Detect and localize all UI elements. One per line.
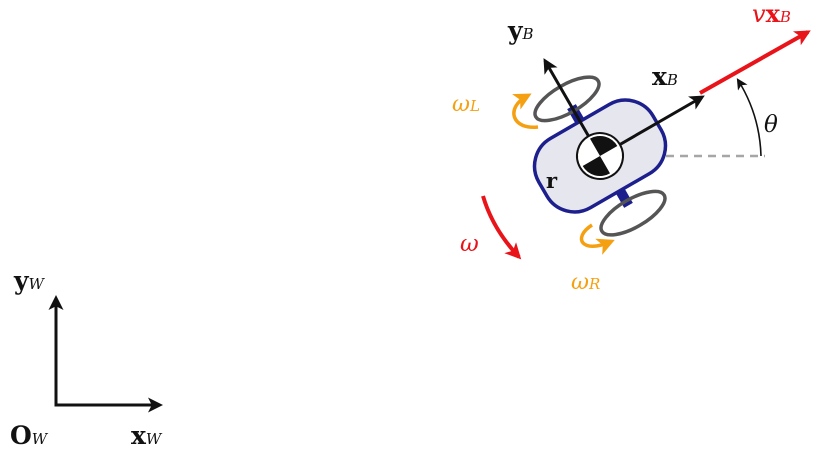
left-wheel-speed-symbol: ω — [452, 92, 470, 117]
velocity-subscript: B — [779, 8, 791, 26]
body-x-axis-symbol: x — [652, 62, 667, 91]
world-origin-symbol: O — [10, 421, 32, 450]
world-y-axis-label: yW — [14, 268, 44, 293]
heading-angle-arc — [736, 78, 762, 157]
body-x-axis-subscript: B — [666, 71, 678, 89]
right-wheel — [599, 189, 667, 237]
body-y-axis-label: yB — [508, 18, 534, 43]
right-wheel-speed-label: ωR — [571, 272, 600, 294]
right-wheel-speed-subscript: R — [588, 275, 601, 293]
angular-velocity-label: ω — [460, 231, 479, 257]
velocity-arrow — [699, 30, 811, 95]
robot-position-label: r — [546, 168, 558, 193]
body-x-axis-label: xB — [652, 64, 678, 89]
right-wheel-rotation-arrow — [579, 223, 615, 255]
right-wheel-speed-symbol: ω — [571, 270, 589, 295]
velocity-scalar: v — [752, 0, 766, 28]
velocity-symbol: x — [765, 0, 780, 28]
velocity-label: vxB — [752, 0, 791, 28]
world-origin-subscript: W — [31, 430, 48, 448]
world-y-axis-symbol: y — [14, 266, 29, 295]
robot-body — [532, 58, 705, 237]
angular-velocity-arrow — [481, 195, 522, 260]
heading-angle-label: θ — [764, 112, 778, 138]
body-y-axis-subscript: B — [522, 25, 534, 43]
body-y-axis-symbol: y — [508, 16, 523, 45]
world-x-axis-subscript: W — [145, 430, 162, 448]
center-of-mass-icon — [576, 132, 624, 180]
world-x-axis-label: xW — [131, 423, 161, 448]
world-y-axis-subscript: W — [28, 275, 44, 293]
left-wheel-speed-subscript: L — [469, 97, 480, 115]
world-x-axis-symbol: x — [131, 421, 146, 450]
left-wheel-speed-label: ωL — [452, 94, 480, 116]
left-wheel-rotation-arrow — [512, 93, 539, 129]
world-origin-label: OW — [10, 423, 47, 448]
